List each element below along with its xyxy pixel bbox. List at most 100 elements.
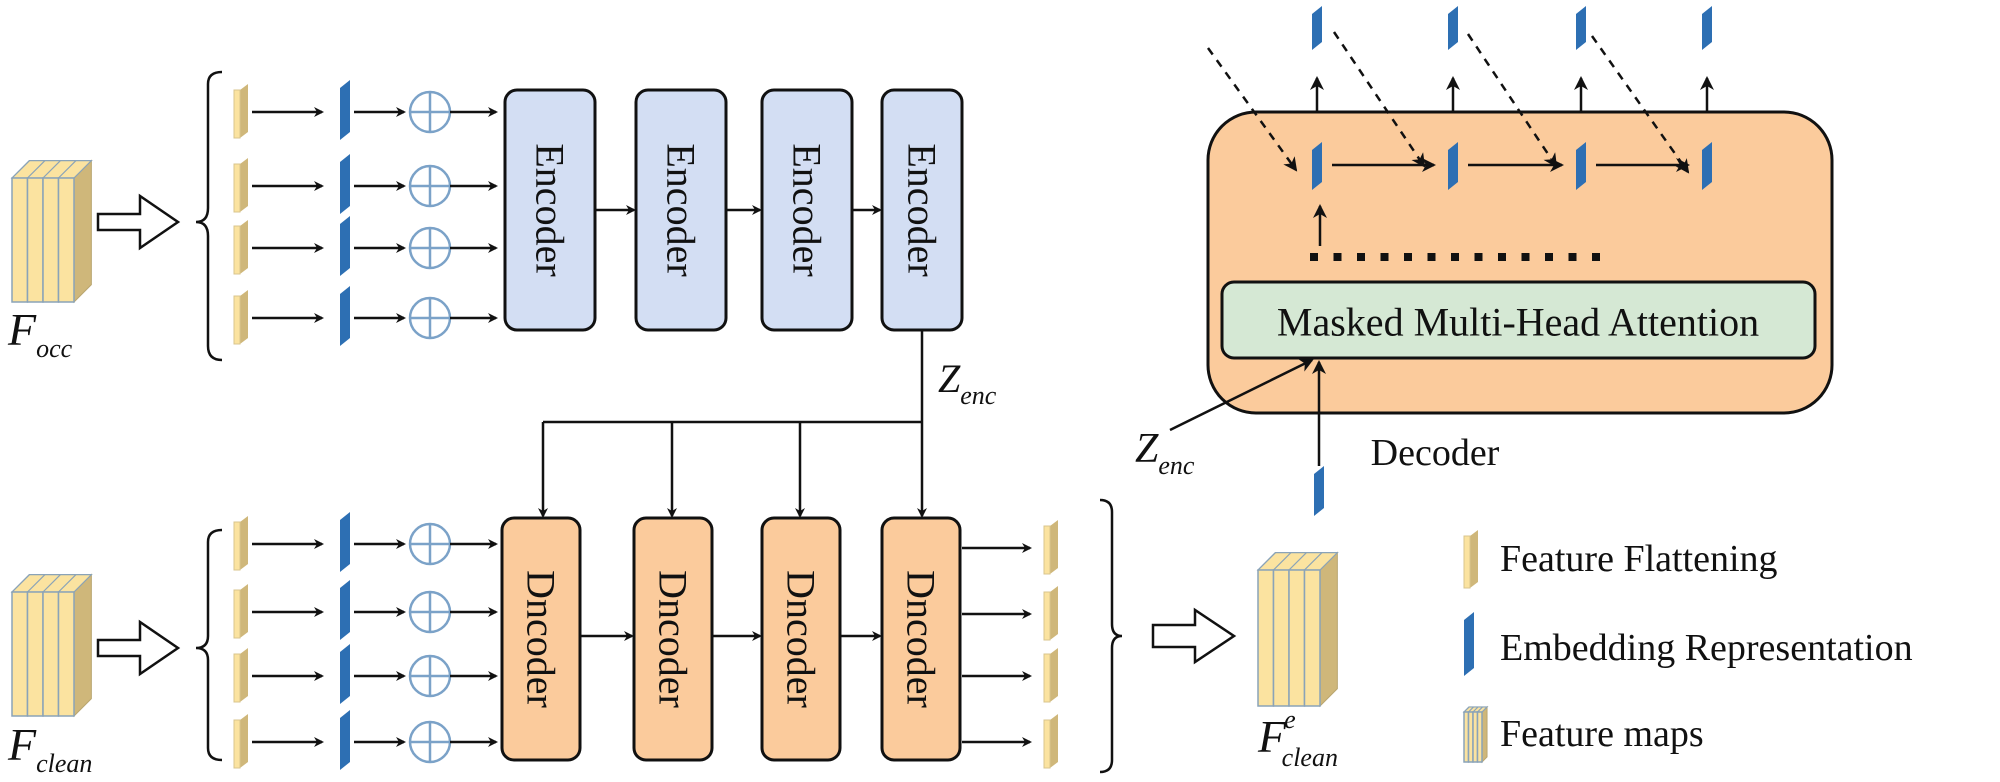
input-hollow-arrow-clean <box>96 619 181 677</box>
feature-map-clean-icon <box>10 573 93 718</box>
output-hollow-arrow <box>1151 607 1237 665</box>
encoder-blocks: Encoder Encoder Encoder Encoder <box>503 88 964 332</box>
decoder-detail-panel: Masked Multi-Head Attention Decoder Zenc <box>1135 110 1834 480</box>
add-circle-icon <box>408 654 452 698</box>
decoder-caption: Decoder <box>1371 432 1500 474</box>
add-circle-icon <box>408 720 452 764</box>
encoder-block: Encoder <box>760 88 854 332</box>
ellipsis-dot <box>1310 253 1318 261</box>
ellipsis-dot <box>1474 253 1483 261</box>
input-token-row <box>233 580 498 640</box>
ellipsis-dot <box>1357 253 1365 261</box>
encoder-label: Encoder <box>528 143 573 276</box>
embedding-representation-icon <box>340 580 350 640</box>
output-token-icon <box>1702 6 1712 50</box>
input-token-row <box>233 154 498 214</box>
output-flattened-feature-icon <box>1043 714 1058 769</box>
feature-flattening-icon <box>233 220 248 275</box>
add-circle-icon <box>408 590 452 634</box>
inner-token-icon <box>1312 142 1322 190</box>
inner-token-icon <box>1702 142 1712 190</box>
embedding-representation-icon <box>340 216 350 276</box>
autoregressive-dashed-arrow <box>1206 47 1298 172</box>
output-token-icon <box>1576 6 1586 50</box>
output-brace <box>1099 498 1123 774</box>
autoregressive-dashed-arrow <box>1590 35 1690 174</box>
feature-map-occ-icon <box>10 159 93 304</box>
legend-label: Feature maps <box>1500 713 1704 755</box>
feature-maps-icon <box>1462 705 1489 764</box>
add-circle-icon <box>408 296 452 340</box>
decoder-block: Dncoder <box>760 516 842 762</box>
add-circle-icon <box>408 164 452 208</box>
autoregressive-dashed-arrow <box>1466 33 1558 168</box>
ellipsis-dot <box>1380 253 1389 261</box>
attention-label: Masked Multi-Head Attention <box>1277 300 1759 345</box>
decoder-input-embedding-icon <box>1314 466 1324 516</box>
embedding-representation-icon <box>340 512 350 572</box>
decoder-block: Dncoder <box>500 516 582 762</box>
legend-item-embedding-representation: Embedding Representation <box>1500 627 1913 669</box>
legend-label: Feature Flattening <box>1500 538 1778 580</box>
feature-flattening-icon <box>1463 530 1478 589</box>
feature-flattening-icon <box>233 648 248 703</box>
encoder-label: Encoder <box>659 143 704 276</box>
decoder-label: Dncoder <box>899 570 944 708</box>
input-token-row <box>233 286 498 346</box>
legend: Feature Flattening Embedding Representat… <box>1500 538 1913 755</box>
add-circle-icon <box>408 90 452 134</box>
decoder-detail-box <box>1206 110 1834 415</box>
ellipsis-dot <box>1545 253 1553 261</box>
decoder-label: Dncoder <box>651 570 696 708</box>
add-circle-icon <box>408 522 452 566</box>
decoder-label: Dncoder <box>519 570 564 708</box>
feature-flattening-icon <box>233 158 248 213</box>
legend-item-feature-maps: Feature maps <box>1500 713 1704 755</box>
input-brace-occ <box>195 70 223 362</box>
input-token-row <box>233 216 498 276</box>
encoder-block: Encoder <box>880 88 964 332</box>
feature-flattening-icon <box>233 714 248 769</box>
output-token-icon <box>1448 6 1458 50</box>
inner-token-icon <box>1576 142 1586 190</box>
input-token-row <box>233 644 498 704</box>
input-brace-clean <box>195 528 223 762</box>
legend-label: Embedding Representation <box>1500 627 1913 669</box>
detail-zenc-label: Zenc <box>1135 426 1195 480</box>
zenc-input-arrow <box>1169 358 1314 432</box>
attention-box <box>1220 280 1817 360</box>
decoder-output-arrows <box>962 543 1032 747</box>
encoder-label: Encoder <box>785 143 830 276</box>
input-hollow-arrow-occ <box>96 193 181 251</box>
input-token-row <box>233 710 498 770</box>
ellipsis-dot <box>1333 253 1342 261</box>
embedding-representation-icon <box>340 644 350 704</box>
input-label-clean: Fclean <box>7 719 92 778</box>
zenc-connector <box>538 330 927 518</box>
ellipsis-dot <box>1521 253 1530 261</box>
ellipsis-dot <box>1404 253 1412 261</box>
feature-flattening-icon <box>233 84 248 139</box>
ellipsis-dot <box>1498 253 1506 261</box>
add-circle-icon <box>408 226 452 270</box>
ellipsis-dot <box>1568 253 1577 261</box>
feature-flattening-icon <box>233 290 248 345</box>
embedding-representation-icon <box>1464 612 1474 676</box>
decoder-blocks: Dncoder Dncoder Dncoder Dncoder <box>500 516 962 762</box>
encoder-label: Encoder <box>900 143 945 276</box>
ellipsis-dot <box>1427 253 1436 261</box>
decoder-label: Dncoder <box>779 570 824 708</box>
output-token-icon <box>1312 6 1322 50</box>
embedding-representation-icon <box>340 286 350 346</box>
ellipsis-dot <box>1592 253 1600 261</box>
embedding-representation-icon <box>340 710 350 770</box>
zenc-label: Zenc <box>938 356 997 410</box>
input-token-row <box>233 512 498 572</box>
autoregressive-dashed-arrow <box>1332 31 1426 168</box>
ellipsis-dot <box>1451 253 1459 261</box>
legend-item-feature-flattening: Feature Flattening <box>1500 538 1778 580</box>
embedding-representation-icon <box>340 80 350 140</box>
decoder-block: Dncoder <box>632 516 714 762</box>
